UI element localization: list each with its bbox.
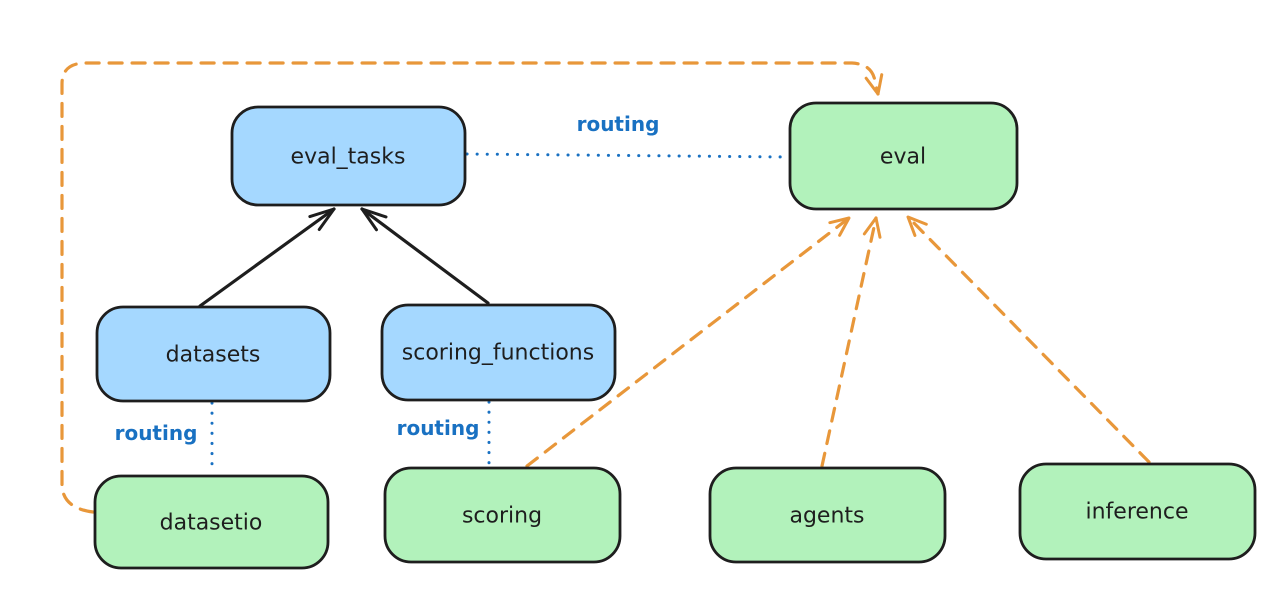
node-inference-box	[1018, 462, 1257, 561]
routing-label-scoring: routing	[397, 416, 480, 440]
edge-datasetio-to-eval	[60, 61, 884, 514]
routing-label-top: routing	[577, 112, 660, 136]
node-datasets-label: datasets	[166, 343, 261, 368]
edge-datasets-to-eval-tasks	[198, 207, 336, 308]
node-eval-tasks-box	[230, 105, 467, 207]
node-datasets: datasets	[95, 305, 332, 403]
edge-inference-to-eval	[906, 215, 1151, 464]
node-scoring-functions-box	[380, 303, 617, 402]
node-agents-box	[708, 466, 947, 564]
node-eval-label: eval	[880, 145, 926, 170]
node-eval-tasks: eval_tasks	[230, 105, 467, 207]
node-scoring-label: scoring	[462, 504, 542, 529]
node-inference-label: inference	[1085, 500, 1188, 525]
node-datasetio-box	[93, 474, 330, 570]
node-scoring-functions: scoring_functions	[380, 303, 617, 402]
node-agents: agents	[708, 466, 947, 564]
node-datasets-box	[95, 305, 332, 403]
node-datasetio-label: datasetio	[160, 511, 263, 536]
edge-scoring-functions-to-eval-tasks	[360, 207, 490, 305]
node-eval: eval	[788, 101, 1019, 211]
routing-label-datasets: routing	[115, 421, 198, 445]
node-eval-tasks-label: eval_tasks	[291, 145, 406, 170]
node-agents-label: agents	[789, 504, 864, 529]
node-scoring-functions-label: scoring_functions	[402, 341, 594, 366]
node-scoring: scoring	[383, 466, 622, 564]
node-scoring-box	[383, 466, 622, 564]
node-inference: inference	[1018, 462, 1257, 561]
node-eval-box	[788, 101, 1019, 211]
edge-agents-to-eval	[820, 216, 882, 468]
edge-eval-tasks-to-eval	[465, 152, 790, 159]
edge-scoring-to-eval	[525, 216, 851, 468]
node-datasetio: datasetio	[93, 474, 330, 570]
